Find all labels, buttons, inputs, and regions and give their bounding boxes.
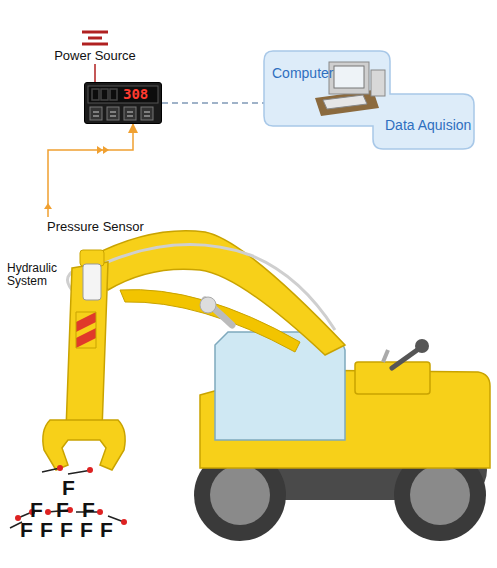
battery-symbol (82, 32, 108, 44)
panel-meter: 308 (84, 82, 162, 124)
hose (100, 245, 335, 330)
wheel-hub (210, 465, 270, 525)
connector (48, 124, 133, 217)
load-symbol: F (20, 518, 33, 541)
node-heading: Computer (272, 65, 333, 81)
load-symbol: F (40, 518, 53, 541)
claw (43, 420, 125, 470)
lever (392, 348, 420, 368)
load-symbol: F (30, 498, 43, 521)
boom (88, 231, 345, 355)
wheel-hub (410, 465, 470, 525)
sensor-label: Pressure Sensor (46, 219, 145, 234)
connector (162, 102, 264, 104)
connector (94, 64, 96, 82)
power-source: Power Source (40, 48, 150, 63)
stick (66, 262, 108, 430)
contact-dots (15, 465, 127, 525)
load-symbol: F (100, 518, 113, 541)
computer-panel: ComputerData Aquision (263, 50, 475, 150)
node-text: Data Aquision (385, 117, 471, 133)
warning-panel (76, 312, 96, 348)
pressure-sensor-body (83, 264, 101, 300)
system-label: Hydraulic System (7, 262, 67, 288)
load-symbol: F (62, 476, 75, 499)
load-symbol: F (80, 518, 93, 541)
pivot (200, 297, 216, 313)
load-symbol: F (60, 518, 73, 541)
meter-reading: 308 (123, 86, 148, 103)
node-text: Power Source (40, 48, 150, 63)
load-symbol: F (56, 498, 69, 521)
node-text: Pressure Sensor (46, 219, 145, 234)
lever-knob (415, 339, 429, 353)
warning-stripes (76, 312, 96, 348)
load-symbol: F (82, 498, 95, 521)
boom-arm (120, 290, 300, 352)
lever (383, 350, 388, 362)
